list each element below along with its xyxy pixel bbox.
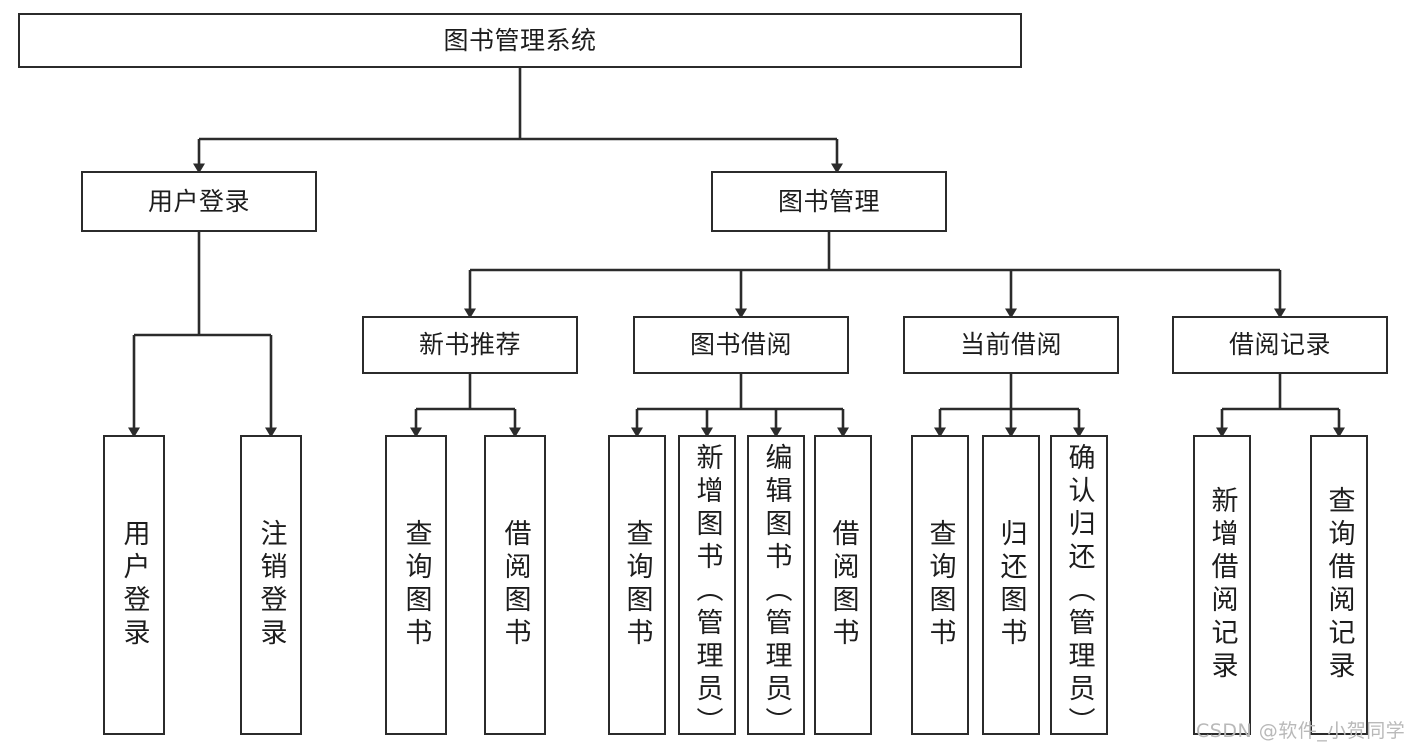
node-leaf-borrow-add-book-label: 新增图书（管理员） [691, 443, 723, 740]
csdn-watermark: CSDN @软件_小贺同学 [1196, 720, 1405, 742]
node-leaf-recommend-query-book[interactable]: 查询图书 [385, 435, 447, 735]
node-leaf-recommend-query-book-label: 查询图书 [400, 519, 432, 651]
node-new-book-recommend-label: 新书推荐 [418, 330, 521, 360]
node-current-borrow[interactable]: 当前借阅 [903, 316, 1119, 374]
node-book-borrow-label: 图书借阅 [689, 330, 792, 360]
node-leaf-borrow-edit-book-label: 编辑图书（管理员） [760, 443, 792, 740]
node-leaf-current-return-book[interactable]: 归还图书 [982, 435, 1040, 735]
node-leaf-current-return-book-label: 归还图书 [995, 519, 1027, 651]
node-book-management-label: 图书管理 [777, 186, 880, 216]
node-leaf-recommend-borrow-book[interactable]: 借阅图书 [484, 435, 546, 735]
node-leaf-borrow-query-book[interactable]: 查询图书 [608, 435, 666, 735]
node-leaf-user-logout-label: 注销登录 [255, 519, 287, 651]
node-user-login[interactable]: 用户登录 [81, 171, 317, 232]
node-leaf-current-query-book-label: 查询图书 [924, 519, 956, 651]
node-leaf-user-login[interactable]: 用户登录 [103, 435, 165, 735]
node-leaf-current-confirm-return-label: 确认归还（管理员） [1063, 443, 1095, 740]
node-user-login-label: 用户登录 [147, 186, 250, 216]
node-leaf-borrow-borrow-book-label: 借阅图书 [827, 519, 859, 651]
node-leaf-borrow-query-book-label: 查询图书 [621, 519, 653, 651]
node-root-label: 图书管理系统 [443, 25, 597, 55]
node-borrow-record-label: 借阅记录 [1228, 330, 1331, 360]
node-leaf-record-query-label: 查询借阅记录 [1323, 486, 1355, 684]
node-leaf-recommend-borrow-book-label: 借阅图书 [499, 519, 531, 651]
node-book-management[interactable]: 图书管理 [711, 171, 947, 232]
node-root[interactable]: 图书管理系统 [18, 13, 1022, 68]
node-leaf-record-add-label: 新增借阅记录 [1206, 486, 1238, 684]
node-borrow-record[interactable]: 借阅记录 [1172, 316, 1388, 374]
node-leaf-borrow-add-book[interactable]: 新增图书（管理员） [678, 435, 736, 740]
node-leaf-record-add[interactable]: 新增借阅记录 [1193, 435, 1251, 735]
node-leaf-user-login-label: 用户登录 [118, 519, 150, 651]
node-leaf-current-confirm-return[interactable]: 确认归还（管理员） [1050, 435, 1108, 740]
node-leaf-record-query[interactable]: 查询借阅记录 [1310, 435, 1368, 735]
node-book-borrow[interactable]: 图书借阅 [633, 316, 849, 374]
node-leaf-current-query-book[interactable]: 查询图书 [911, 435, 969, 735]
node-current-borrow-label: 当前借阅 [959, 330, 1062, 360]
node-new-book-recommend[interactable]: 新书推荐 [362, 316, 578, 374]
node-leaf-user-logout[interactable]: 注销登录 [240, 435, 302, 735]
node-leaf-borrow-borrow-book[interactable]: 借阅图书 [814, 435, 872, 735]
node-leaf-borrow-edit-book[interactable]: 编辑图书（管理员） [747, 435, 805, 740]
